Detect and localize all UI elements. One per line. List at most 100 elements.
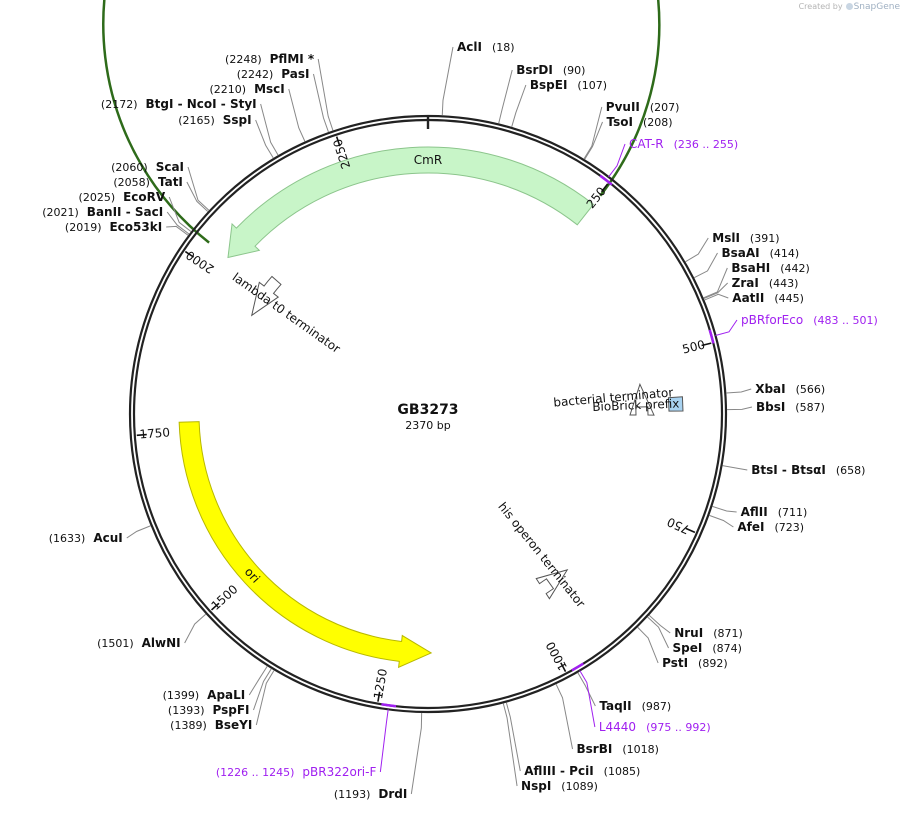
site-line	[260, 103, 279, 156]
site-line	[317, 58, 334, 131]
site-pos: (1085)	[604, 765, 641, 778]
tick-label-750: 750	[665, 515, 692, 537]
feature-lambda-t0-terminator-arrow[interactable]	[250, 275, 282, 317]
site-afliii-pcii[interactable]: AflIII - PciI(1085)	[505, 702, 641, 778]
site-drdi[interactable]: (1193)DrdI	[334, 712, 423, 801]
site-line	[410, 712, 423, 795]
primer-range: (483 .. 501)	[813, 314, 878, 327]
site-banii-saci[interactable]: (2021)BanII - SacI	[42, 205, 190, 235]
site-label: (2248)PflMI *	[225, 52, 315, 66]
site-bsahi[interactable]: BsaHI(442)	[703, 261, 810, 299]
site-pos: (207)	[650, 101, 680, 114]
tick-label-1750: 1750	[139, 425, 170, 441]
site-scai[interactable]: (2060)ScaI	[111, 160, 210, 211]
site-pos: (723)	[775, 521, 805, 534]
primer-arc	[708, 329, 715, 344]
primers-layer: CAT-R(236 .. 255) pBRforEco(483 .. 501) L4…	[216, 137, 878, 779]
site-msli[interactable]: MslI(391)	[685, 231, 780, 263]
site-acli[interactable]: AclI(18)	[441, 40, 515, 116]
tick-1250	[377, 691, 381, 702]
site-spei[interactable]: SpeI(874)	[647, 616, 742, 655]
site-xbai[interactable]: XbaI(566)	[726, 382, 825, 396]
site-pos: (1393)	[168, 704, 205, 717]
site-pflmi[interactable]: (2248)PflMI *	[225, 52, 334, 131]
site-bbsi[interactable]: BbsI(587)	[726, 400, 825, 414]
feature-biobrick-prefix-box[interactable]	[667, 396, 684, 412]
backbone-layer	[128, 114, 728, 714]
feature-bacterial-terminator-arrow[interactable]	[629, 382, 655, 416]
sites-layer: AclI(18)BsrDI(90)BspEI(107)PvuII(207)Tso…	[42, 40, 865, 801]
site-name: TatI	[158, 175, 183, 189]
site-label: BsaHI(442)	[731, 261, 810, 275]
site-line	[647, 616, 669, 649]
primer-pbrforeco[interactable]: pBRforEco(483 .. 501)	[708, 313, 878, 344]
site-name: PflMI *	[270, 52, 315, 66]
site-label: ZraI(443)	[732, 276, 799, 290]
tick-2000	[184, 250, 195, 258]
snapgene-logo-icon	[845, 3, 853, 10]
site-line	[693, 252, 718, 279]
site-afei[interactable]: AfeI (723)	[709, 514, 805, 534]
site-bsaai[interactable]: BsaAI (414)	[693, 246, 800, 279]
site-label: BsrDI(90)	[516, 63, 585, 77]
site-pos: (2242)	[237, 68, 274, 81]
site-name: AflII	[741, 505, 768, 519]
site-pos: (2021)	[42, 206, 79, 219]
site-taqii[interactable]: TaqII(987)	[577, 672, 671, 713]
site-pos: (414)	[770, 247, 800, 260]
site-pos: (1389)	[170, 719, 207, 732]
feature-ori-arrow[interactable]	[178, 421, 433, 669]
site-alwni[interactable]: (1501)AlwNI	[97, 613, 207, 650]
site-pspfi[interactable]: (1393)PspFI	[168, 668, 272, 717]
site-aatii[interactable]: AatII(445)	[704, 291, 804, 305]
site-label: (1393)PspFI	[168, 703, 250, 717]
feature-his-operon-terminator-arrow[interactable]	[535, 569, 569, 600]
site-line	[511, 84, 527, 128]
site-zrai[interactable]: ZraI(443)	[703, 276, 799, 300]
site-pos: (442)	[780, 262, 810, 275]
site-aflii[interactable]: AflII (711)	[712, 505, 807, 519]
site-label: (2165)SspI	[178, 113, 251, 127]
site-nrui[interactable]: NruI(871)	[648, 614, 743, 640]
site-line	[187, 166, 210, 211]
site-pvuii[interactable]: PvuII(207)	[583, 100, 680, 160]
site-btsi-bts-i[interactable]: BtsI - BtsαI(658)	[722, 463, 866, 477]
site-name: BsaAI	[721, 246, 759, 260]
site-name: AfeI	[737, 520, 764, 534]
site-name: EcoRV	[123, 190, 166, 204]
site-pasi[interactable]: (2242)PasI	[237, 67, 329, 133]
site-bseyi[interactable]: (1389) BseYI	[170, 670, 275, 732]
site-sspi[interactable]: (2165)SspI	[178, 113, 274, 159]
site-psti[interactable]: PstI(892)	[637, 626, 728, 670]
site-eco53ki[interactable]: (2019)Eco53kI	[65, 220, 189, 236]
primer-pbr322ori-f[interactable]: (1226 .. 1245)pBR322ori-F	[216, 703, 397, 779]
credit-text: Created by	[798, 2, 843, 11]
site-label: PvuII(207)	[606, 100, 680, 114]
site-btgi-ncoi-styi[interactable]: (2172)BtgI - NcoI - StyI	[101, 97, 279, 156]
site-bsrbi[interactable]: BsrBI(1018)	[555, 683, 659, 756]
site-nspi[interactable]: NspI(1089)	[502, 703, 598, 793]
site-bspei[interactable]: BspEI(107)	[511, 78, 607, 128]
site-name: SpeI	[673, 641, 703, 655]
feature-cmr-arrow[interactable]	[227, 146, 595, 259]
primer-cat-r[interactable]: CAT-R(236 .. 255)	[599, 137, 738, 186]
site-msci[interactable]: (2210)MscI	[210, 82, 306, 142]
site-label: NspI(1089)	[521, 779, 598, 793]
site-pos: (711)	[778, 506, 808, 519]
tick-1000	[560, 662, 567, 672]
site-ecorv[interactable]: (2025) EcoRV	[79, 190, 192, 232]
site-tati[interactable]: (2058)TatI	[113, 175, 209, 212]
site-pos: (2025)	[79, 191, 116, 204]
feature-his-operon-terminator-label: his operon terminator	[495, 500, 588, 611]
site-tsoi[interactable]: TsoI(208)	[584, 115, 673, 160]
site-apali[interactable]: (1399)ApaLI	[163, 665, 268, 702]
primer-label: CAT-R(236 .. 255)	[629, 137, 738, 151]
site-name: BsrBI	[577, 742, 613, 756]
site-bsrdi[interactable]: BsrDI(90)	[498, 63, 586, 124]
cmr-outline-arc	[102, 0, 661, 244]
site-pos: (1193)	[334, 788, 371, 801]
site-name: BseYI	[215, 718, 253, 732]
site-acui[interactable]: (1633)AcuI	[49, 525, 151, 545]
site-pos: (1633)	[49, 532, 86, 545]
primer-l4440[interactable]: L4440(975 .. 992)	[571, 662, 711, 734]
